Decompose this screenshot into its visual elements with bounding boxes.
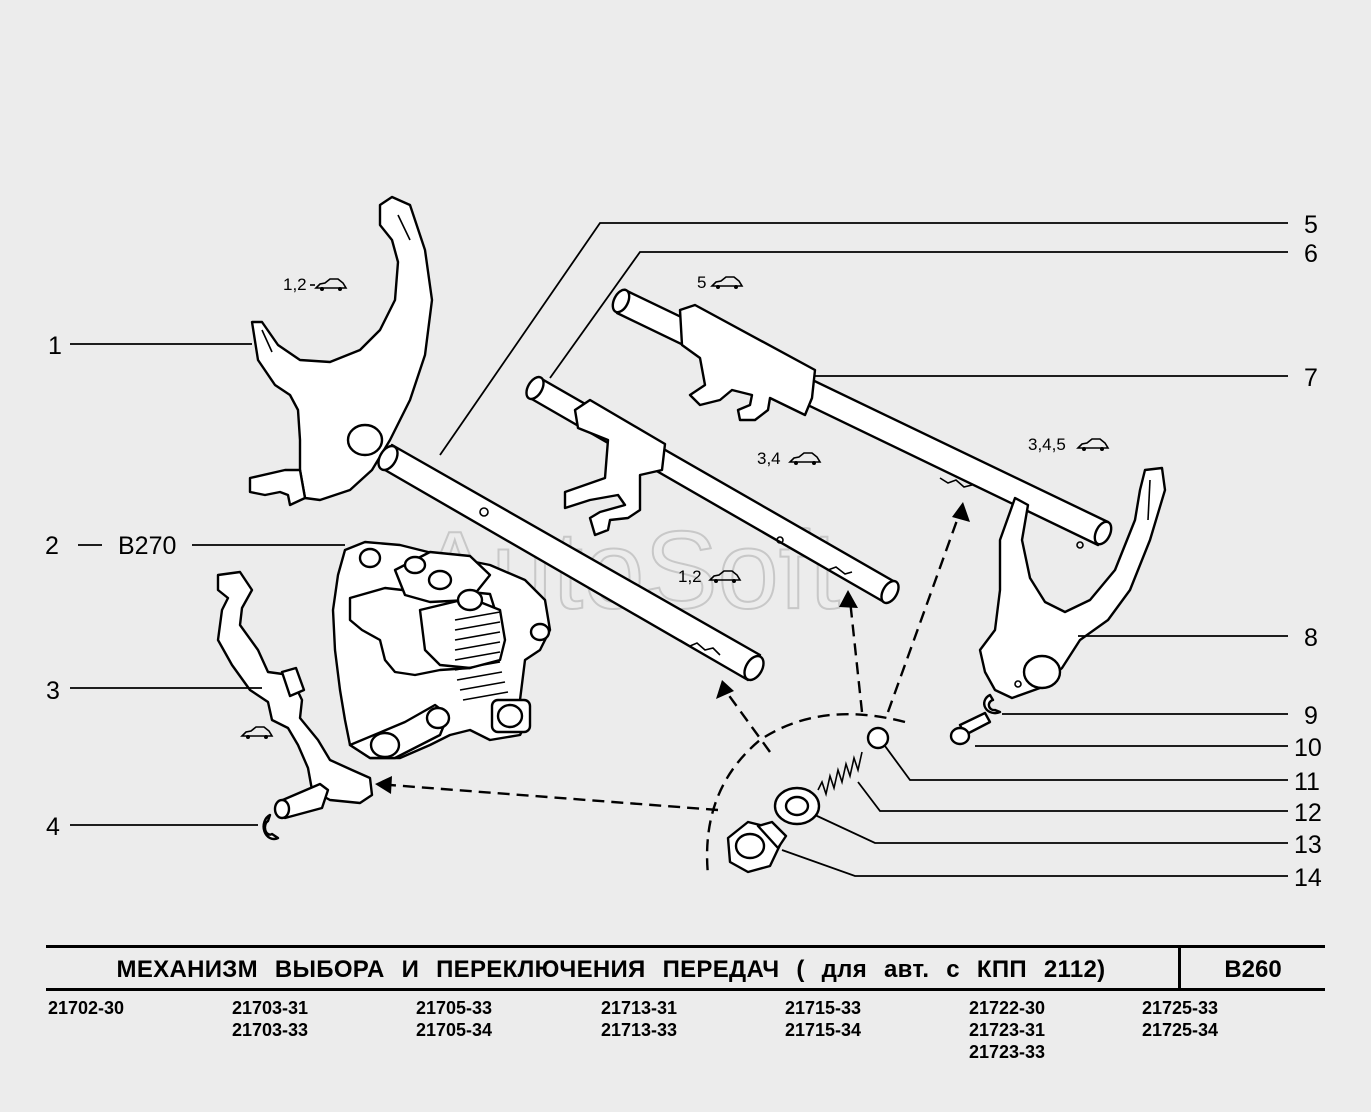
- model-code: 21723-33: [969, 1042, 1046, 1062]
- callout-6: 6: [1304, 240, 1318, 268]
- model-column-6: 21722-30 21723-31 21723-33: [969, 997, 1045, 1063]
- part-5-shift-rod: [377, 443, 765, 682]
- model-code: 21705-33: [416, 998, 493, 1018]
- callout-13: 13: [1294, 831, 1322, 859]
- part-9-snap-ring: [983, 693, 1002, 715]
- callout-2: 2: [45, 532, 59, 560]
- model-column-2: 21703-31 21703-33: [232, 997, 308, 1041]
- svg-text:5: 5: [697, 273, 706, 292]
- title-block: МЕХАНИЗМ ВЫБОРА И ПЕРЕКЛЮЧЕНИЯ ПЕРЕДАЧ (…: [46, 945, 1325, 991]
- callout-12: 12: [1294, 799, 1322, 827]
- arrow-to-rod-5: [724, 689, 771, 753]
- part-2-selector-mechanism: [331, 540, 552, 760]
- leader-13: [814, 814, 1288, 844]
- model-code: 21722-30: [969, 998, 1046, 1018]
- callout-8: 8: [1304, 624, 1318, 652]
- model-code: 21715-33: [785, 998, 862, 1018]
- gear-label-rod-3-4-5: 3,4,5: [1028, 435, 1110, 454]
- model-code: 21703-31: [232, 998, 309, 1018]
- model-code: 21705-34: [416, 1020, 493, 1040]
- model-column-3: 21705-33 21705-34: [416, 997, 492, 1041]
- car-icon: [788, 452, 822, 465]
- callout-9: 9: [1304, 702, 1318, 730]
- model-code: 21723-31: [969, 1020, 1046, 1040]
- model-code: 21713-31: [601, 998, 678, 1018]
- model-code: 21725-34: [1142, 1020, 1219, 1040]
- model-column-4: 21713-31 21713-33: [601, 997, 677, 1041]
- car-icon: [1076, 438, 1110, 451]
- part-10-bolt: [949, 711, 992, 746]
- part-6-shift-rod-with-fork: [525, 375, 900, 605]
- car-icon: [710, 276, 744, 289]
- arrowhead: [716, 680, 734, 699]
- svg-text:1,2: 1,2: [283, 275, 307, 294]
- gear-label-rod-3-4: 3,4: [757, 449, 822, 468]
- title-divider: [1178, 948, 1181, 988]
- page-title: МЕХАНИЗМ ВЫБОРА И ПЕРЕКЛЮЧЕНИЯ ПЕРЕДАЧ (…: [116, 956, 1106, 983]
- leader-6: [549, 251, 1288, 379]
- svg-text:3,4: 3,4: [757, 449, 781, 468]
- car-icon: [310, 278, 348, 291]
- callout-4: 4: [46, 813, 60, 841]
- leader-11: [884, 745, 1288, 781]
- part-3-selector-lever: [216, 570, 374, 820]
- page-code: B260: [1224, 956, 1282, 983]
- car-icon: [708, 570, 742, 583]
- part-14-plug: [726, 820, 788, 874]
- model-code: 21703-33: [232, 1020, 309, 1040]
- part-4-retaining-clip: [262, 813, 280, 841]
- callout-1: 1: [48, 332, 62, 360]
- model-code: 21713-33: [601, 1020, 678, 1040]
- gear-label-fork-1-2: 1,2: [283, 275, 348, 294]
- model-code: 21715-34: [785, 1020, 862, 1040]
- leader-14: [781, 849, 1288, 877]
- assembly-boundary-arc: [705, 713, 906, 876]
- part-11-ball: [866, 726, 890, 750]
- gear-label-rod-5: 5: [697, 273, 744, 292]
- part-8-shift-fork: [978, 466, 1167, 700]
- arrow-to-rod-6: [848, 599, 864, 713]
- arrowhead: [952, 502, 970, 522]
- model-column-7: 21725-33 21725-34: [1142, 997, 1218, 1041]
- part-1-shift-fork-1-2: [248, 195, 434, 507]
- svg-text:3,4,5: 3,4,5: [1028, 435, 1066, 454]
- callout-10: 10: [1294, 734, 1322, 762]
- arrow-to-lever: [389, 783, 719, 812]
- model-column-5: 21715-33 21715-34: [785, 997, 861, 1041]
- arrow-to-rod-7: [886, 511, 962, 713]
- leader-5: [439, 222, 1288, 456]
- arrowhead: [375, 776, 392, 794]
- exploded-parts-diagram: AutoSoft: [45, 195, 1322, 892]
- callout-5: 5: [1304, 211, 1318, 239]
- callout-11: 11: [1294, 768, 1320, 796]
- model-code: 21702-30: [48, 998, 125, 1018]
- part-7-shift-rod-with-fork: [611, 288, 1113, 549]
- ref-b270: B270: [118, 532, 176, 560]
- part-13-washer: [773, 786, 821, 826]
- arrowhead: [839, 590, 858, 608]
- callout-7: 7: [1304, 364, 1318, 392]
- part-12-spring: [817, 751, 863, 797]
- car-icon: [240, 726, 274, 739]
- callout-14: 14: [1294, 864, 1322, 892]
- gear-label-rod-1-2: 1,2: [678, 567, 742, 586]
- model-column-1: 21702-30: [48, 997, 124, 1019]
- svg-text:1,2: 1,2: [678, 567, 702, 586]
- callout-3: 3: [46, 677, 60, 705]
- leader-12: [857, 781, 1288, 812]
- model-code: 21725-33: [1142, 998, 1219, 1018]
